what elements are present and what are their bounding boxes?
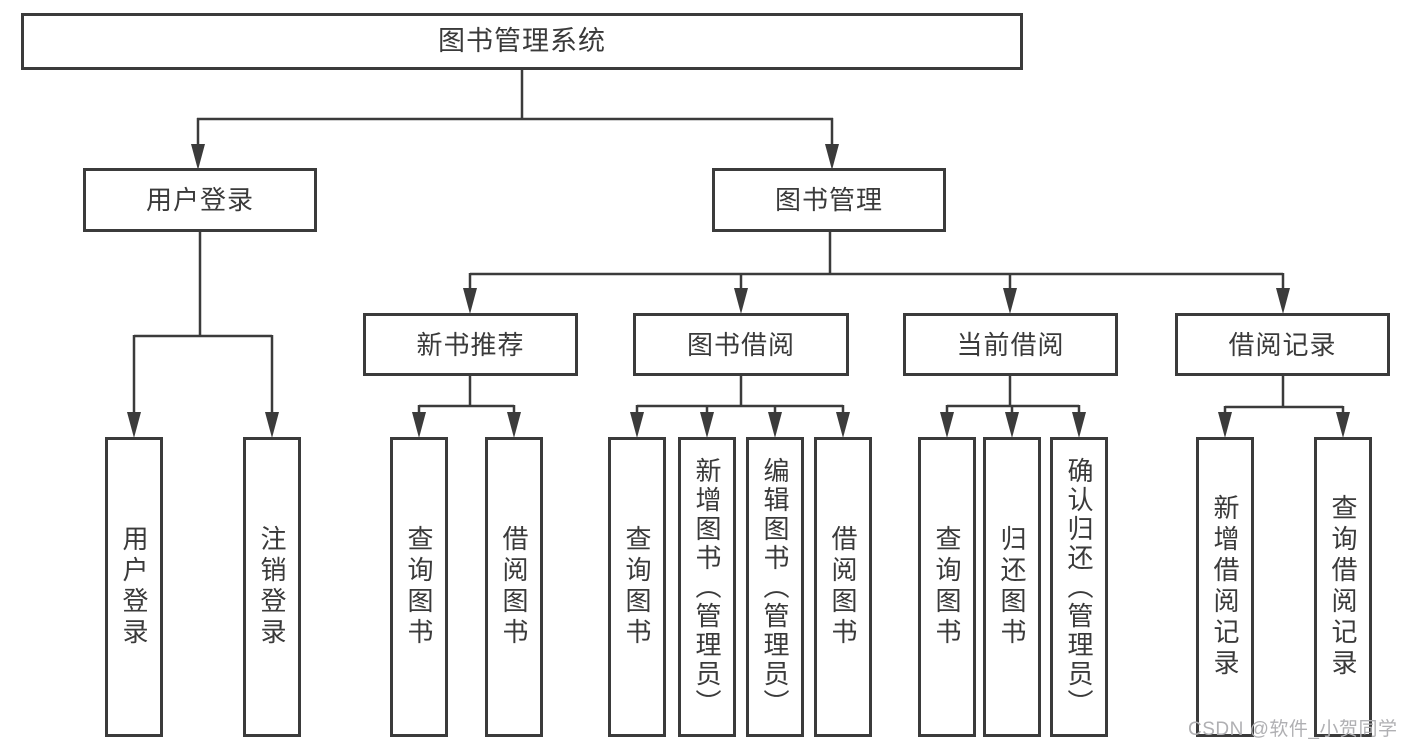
arrowhead: [1276, 288, 1290, 314]
arrowheads: [127, 144, 1350, 438]
arrowhead: [1336, 412, 1350, 438]
node-label: 当前借阅: [956, 329, 1065, 360]
node-label: 注销登录: [257, 525, 287, 649]
node-label: 用户登录: [145, 185, 254, 215]
leaf-borrow-books: 借阅图书: [814, 437, 872, 737]
node-book-management: 图书管理: [712, 168, 946, 232]
node-label: 确认归还（管理员）: [1064, 456, 1094, 718]
leaf-query-books-current: 查询图书: [918, 437, 976, 737]
arrowhead: [412, 412, 426, 438]
leaf-query-borrow-record: 查询借阅记录: [1314, 437, 1372, 737]
connector-paths: [132, 69, 1345, 416]
arrowhead: [1003, 288, 1017, 314]
arrowhead: [463, 288, 477, 314]
arrowhead: [630, 412, 644, 438]
arrowhead: [127, 412, 141, 438]
arrowhead: [1005, 412, 1019, 438]
node-current-borrow: 当前借阅: [903, 313, 1118, 376]
node-label: 图书管理系统: [438, 26, 606, 56]
arrowhead: [507, 412, 521, 438]
node-label: 用户登录: [119, 525, 149, 649]
node-library-management-system: 图书管理系统: [21, 13, 1023, 70]
node-label: 查询图书: [622, 525, 652, 649]
leaf-query-books-recommend: 查询图书: [390, 437, 448, 737]
arrowhead: [734, 288, 748, 314]
leaf-query-books-borrow: 查询图书: [608, 437, 666, 737]
leaf-borrow-books-recommend: 借阅图书: [485, 437, 543, 737]
arrowhead: [1218, 412, 1232, 438]
arrowhead: [1072, 412, 1086, 438]
leaf-return-book: 归还图书: [983, 437, 1041, 737]
node-label: 新书推荐: [416, 329, 525, 360]
node-user-login: 用户登录: [83, 168, 317, 232]
arrowhead: [768, 412, 782, 438]
node-label: 编辑图书（管理员）: [760, 456, 790, 718]
arrowhead: [825, 144, 839, 170]
node-label: 图书借阅: [686, 329, 795, 360]
node-label: 新增借阅记录: [1210, 494, 1240, 680]
leaf-add-borrow-record: 新增借阅记录: [1196, 437, 1254, 737]
node-label: 新增图书（管理员）: [692, 456, 722, 718]
leaf-add-book-admin: 新增图书（管理员）: [678, 437, 736, 737]
arrowhead: [700, 412, 714, 438]
csdn-watermark: CSDN @软件_小贺同学: [1188, 719, 1398, 740]
node-new-book-recommend: 新书推荐: [363, 313, 578, 376]
leaf-confirm-return-admin: 确认归还（管理员）: [1050, 437, 1108, 737]
node-label: 借阅记录: [1228, 329, 1337, 360]
node-label: 查询借阅记录: [1328, 494, 1358, 680]
leaf-logout-login: 注销登录: [243, 437, 301, 737]
leaf-user-login: 用户登录: [105, 437, 163, 737]
node-label: 查询图书: [404, 525, 434, 649]
arrowhead: [836, 412, 850, 438]
node-label: 查询图书: [932, 525, 962, 649]
arrowhead: [191, 144, 205, 170]
node-label: 归还图书: [997, 525, 1027, 649]
node-label: 借阅图书: [828, 525, 858, 649]
node-book-borrow: 图书借阅: [633, 313, 849, 376]
arrowhead: [940, 412, 954, 438]
leaf-edit-book-admin: 编辑图书（管理员）: [746, 437, 804, 737]
node-label: 借阅图书: [499, 525, 529, 649]
node-borrow-records: 借阅记录: [1175, 313, 1390, 376]
arrowhead: [265, 412, 279, 438]
node-label: 图书管理: [774, 185, 883, 215]
